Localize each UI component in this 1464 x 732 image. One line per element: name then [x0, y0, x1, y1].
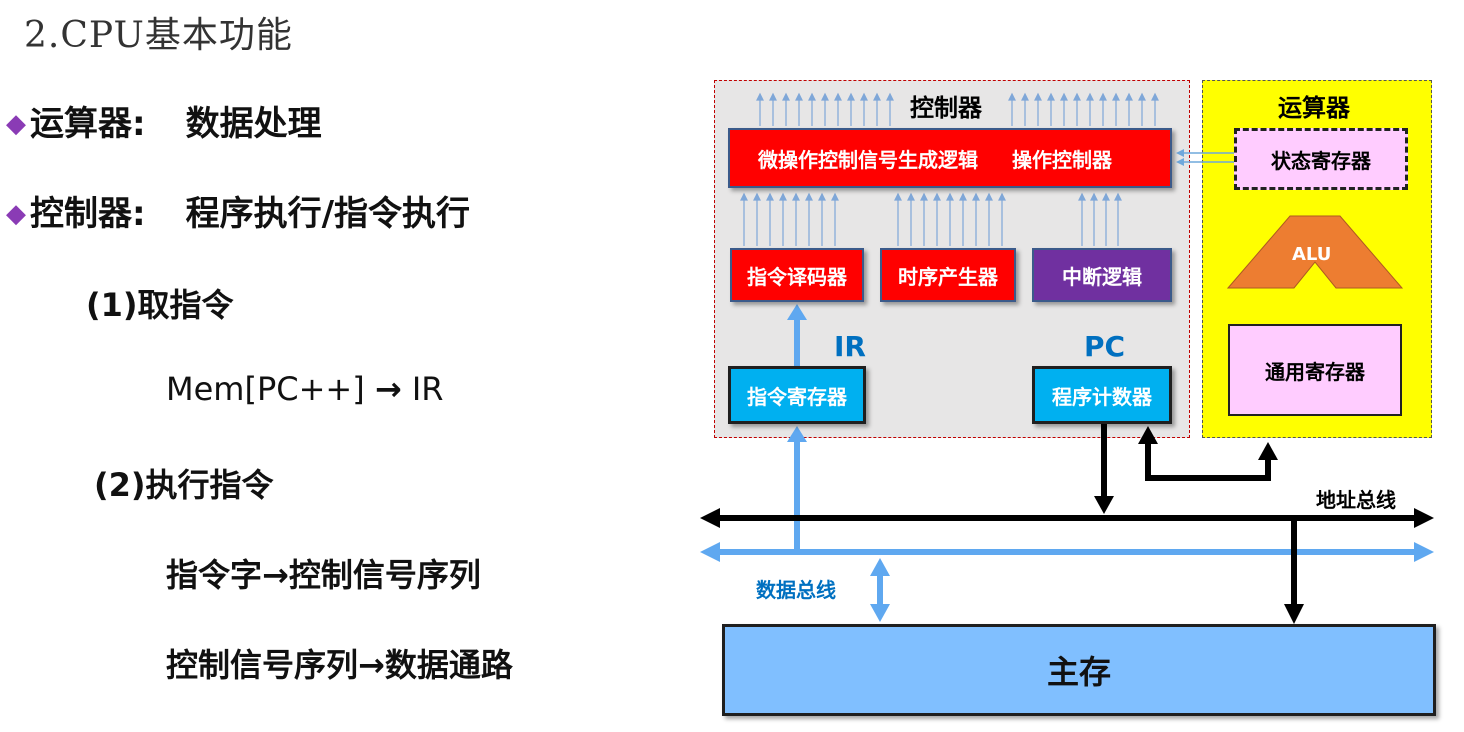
signal-arrow-head	[1060, 92, 1068, 101]
signal-arrow-head	[740, 192, 748, 201]
bullet-controller: ◆控制器: 程序执行/指令执行	[6, 186, 470, 235]
bullet-alu-label: 运算器:	[30, 104, 146, 144]
signal-arrow-head	[1112, 92, 1120, 101]
signal-arrow-head	[959, 192, 967, 201]
signal-arrow-head	[792, 192, 800, 201]
interrupt-logic-box: 中断逻辑	[1032, 248, 1172, 302]
address-bus-label: 地址总线	[1316, 488, 1396, 512]
signal-arrow-head	[756, 92, 764, 101]
signal-arrow-head	[873, 92, 881, 101]
signal-arrow-head	[818, 192, 826, 201]
op-controller-label: 操作控制器	[1012, 147, 1112, 172]
instruction-decoder-box: 指令译码器	[730, 248, 864, 302]
fetch-expr-arrow: →	[374, 370, 402, 408]
step-line-2: 控制信号序列→数据通路	[166, 646, 513, 684]
signal-arrow-head	[1034, 92, 1042, 101]
timing-generator-box: 时序产生器	[880, 248, 1016, 302]
signal-arrow-head	[1099, 92, 1107, 101]
signal-arrow-head	[886, 92, 894, 101]
signal-arrow-head	[972, 192, 980, 201]
fetch-expr-left: Mem[PC++]	[166, 370, 365, 408]
main-memory-box: 主存	[722, 624, 1436, 716]
signal-arrow-head	[766, 192, 774, 201]
signal-arrow-head	[769, 92, 777, 101]
signal-arrow-head	[821, 92, 829, 101]
signal-arrow-head	[805, 192, 813, 201]
signal-arrow-head	[1078, 192, 1086, 201]
status-register-box: 状态寄存器	[1234, 128, 1408, 190]
signal-arrow-head	[779, 192, 787, 201]
decoder-signal-arrows	[740, 192, 1122, 246]
alu-label: ALU	[1292, 244, 1332, 265]
signal-arrow-head	[1086, 92, 1094, 101]
alu-unit-title: 运算器	[1278, 94, 1350, 122]
signal-arrow-head	[985, 192, 993, 201]
program-counter-box: 程序计数器	[1032, 366, 1172, 424]
signal-arrow-head	[1008, 92, 1016, 101]
general-register-box: 通用寄存器	[1228, 324, 1402, 416]
signal-arrow-head	[860, 92, 868, 101]
micro-op-label: 微操作控制信号生成逻辑	[758, 147, 978, 172]
signal-arrow-head	[834, 92, 842, 101]
signal-arrow-head	[808, 92, 816, 101]
signal-arrow-head	[933, 192, 941, 201]
signal-arrow-head	[907, 192, 915, 201]
bullet-controller-desc: 程序执行/指令执行	[185, 194, 471, 234]
micro-op-logic-box: 微操作控制信号生成逻辑 操作控制器	[728, 128, 1172, 188]
ir-label: IR	[834, 330, 866, 363]
diamond-bullet-icon: ◆	[6, 199, 26, 229]
signal-arrow-head	[1151, 92, 1159, 101]
signal-arrow-head	[1102, 192, 1110, 201]
bullet-controller-label: 控制器:	[30, 194, 146, 234]
signal-arrow-head	[920, 192, 928, 201]
bullet-alu: ◆运算器: 数据处理	[6, 96, 322, 145]
signal-arrow-head	[1021, 92, 1029, 101]
alu-shape	[1226, 215, 1404, 289]
signal-arrow-head	[894, 192, 902, 201]
signal-arrow-head	[795, 92, 803, 101]
diamond-bullet-icon: ◆	[6, 109, 26, 139]
fetch-expression: Mem[PC++] → IR	[166, 370, 444, 408]
signal-arrow-head	[847, 92, 855, 101]
pc-label: PC	[1084, 330, 1126, 363]
instruction-register-box: 指令寄存器	[728, 366, 866, 424]
signal-arrow-head	[831, 192, 839, 201]
signal-arrow-head	[782, 92, 790, 101]
page-title: 2.CPU基本功能	[24, 15, 293, 56]
step-fetch: (1)取指令	[86, 286, 234, 324]
step-execute: (2)执行指令	[94, 466, 274, 504]
control-signal-arrows	[756, 92, 1159, 126]
signal-arrow-head	[946, 192, 954, 201]
controller-title: 控制器	[910, 94, 982, 122]
signal-arrow-head	[753, 192, 761, 201]
step-line-1: 指令字→控制信号序列	[166, 556, 481, 594]
signal-arrow-head	[1114, 192, 1122, 201]
bullet-alu-desc: 数据处理	[185, 104, 322, 144]
fetch-expr-right: IR	[411, 370, 444, 408]
signal-arrow-head	[998, 192, 1006, 201]
signal-arrow-head	[1125, 92, 1133, 101]
signal-arrow-head	[1138, 92, 1146, 101]
signal-arrow-head	[1073, 92, 1081, 101]
signal-arrow-head	[1047, 92, 1055, 101]
signal-arrow-head	[1090, 192, 1098, 201]
data-bus-label: 数据总线	[756, 578, 836, 602]
